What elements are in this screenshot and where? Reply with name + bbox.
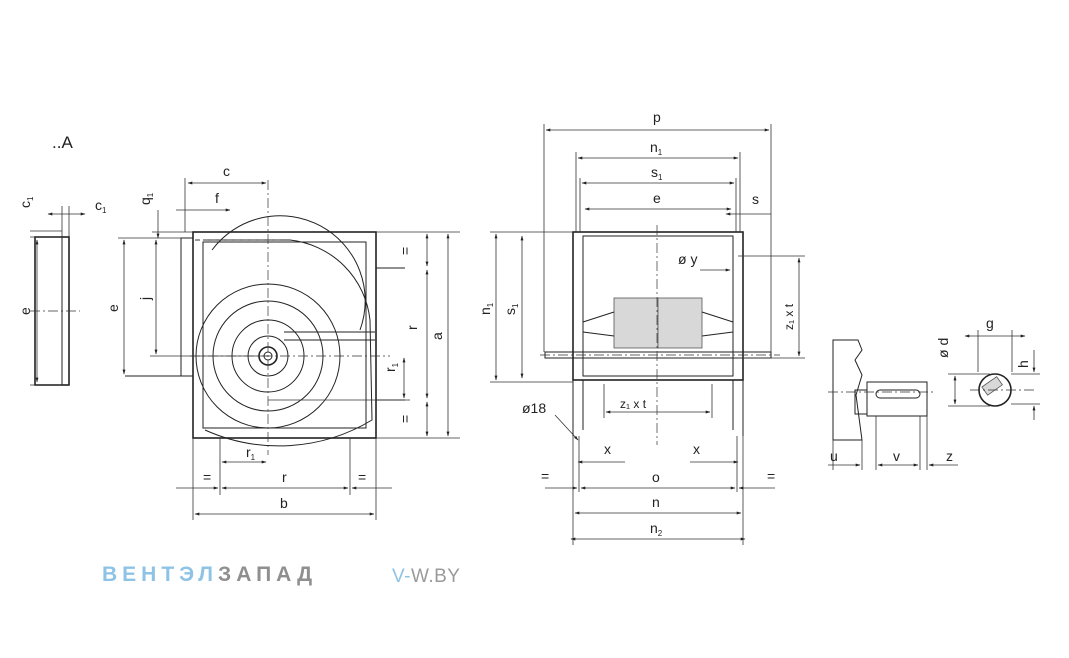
dim-phi18-label: ø18: [522, 400, 546, 416]
dim-e-left-label: e: [17, 307, 33, 315]
dim-s1-top-label: s1: [651, 164, 663, 182]
dim-c1-vertical-label: c1: [17, 196, 35, 208]
flange-side-profile: c1 c1 e: [17, 196, 107, 386]
dim-z1xt-horizontal-label: z₁ x t: [620, 397, 647, 411]
side-view: p n1 s1 e s n1 s1 ø y z₁ x t: [477, 109, 805, 545]
dim-r1-vertical-label: r1: [382, 362, 400, 372]
dim-o-label: o: [652, 469, 660, 485]
front-view: c f q1 j e = r = a r1 r1: [105, 163, 460, 520]
dim-n1-top-label: n1: [650, 139, 663, 157]
brand-logo: ВЕНТЭЛЗАПАД: [102, 563, 317, 587]
dim-n1-side-label: n1: [477, 302, 495, 315]
dim-x-right-label: x: [693, 441, 700, 457]
site-rest: W.BY: [410, 566, 461, 587]
dim-s-label: s: [752, 191, 759, 207]
dim-u-label: u: [830, 448, 838, 464]
logo-part1: ВЕНТЭЛ: [102, 563, 219, 586]
dim-p-label: p: [653, 109, 661, 125]
dim-c-label: c: [223, 163, 230, 179]
dim-phi-d-label: ø d: [935, 338, 951, 358]
dim-r-right-label: r: [404, 325, 420, 330]
dim-eq-bottom-right: =: [397, 415, 413, 423]
dim-r1-horizontal-label: r1: [246, 444, 256, 462]
brand-site: V-W.BY: [392, 566, 460, 588]
view-label: ..A: [52, 133, 73, 152]
dim-eq-top-right: =: [397, 247, 413, 255]
dim-b-label: b: [280, 495, 288, 511]
dim-n2-label: n2: [650, 520, 663, 538]
site-prefix: V-: [392, 566, 411, 587]
shaft-detail: u v z g ø d h: [828, 315, 1040, 470]
dim-e-front-label: e: [105, 304, 121, 312]
dim-x-left-label: x: [604, 441, 611, 457]
dim-c1-label: c1: [95, 197, 107, 215]
dim-eq-bottom-right2: =: [358, 469, 366, 485]
dim-f-label: f: [215, 190, 219, 206]
dim-s1-side-label: s1: [502, 303, 520, 315]
dim-eq-side-right: =: [767, 468, 775, 484]
logo-part2: ЗАПАД: [218, 563, 318, 586]
dim-z-label: z: [946, 448, 953, 464]
dim-q1-label: q1: [137, 192, 155, 205]
dim-v-label: v: [893, 448, 900, 464]
dim-h-label: h: [1015, 360, 1031, 368]
dim-a-label: a: [429, 332, 445, 340]
dim-eq-side-left: =: [541, 468, 549, 484]
dim-eq-bottom-left: =: [203, 469, 211, 485]
dim-j-label: j: [137, 297, 153, 301]
dim-z1xt-vertical-label: z₁ x t: [782, 303, 796, 330]
dim-r-bottom-label: r: [282, 469, 287, 485]
dim-e-side-label: e: [653, 190, 661, 206]
dim-g-label: g: [986, 315, 994, 331]
dim-phi-y-label: ø y: [678, 251, 697, 267]
dim-n-label: n: [652, 494, 660, 510]
